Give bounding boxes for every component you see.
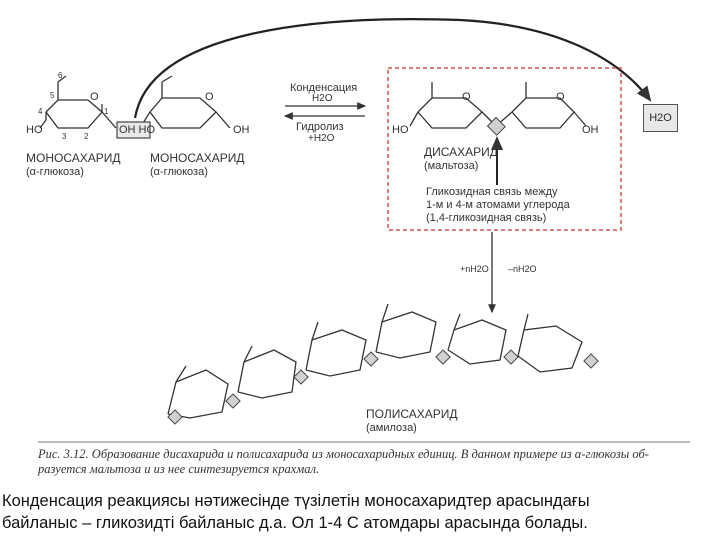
maltose-hydroxyl-right: OH bbox=[582, 124, 599, 136]
reaction-diagram bbox=[38, 18, 690, 443]
bond-note-line: (1,4-гликозидная связь) bbox=[426, 212, 547, 224]
disaccharide-title: ДИСАХАРИД bbox=[424, 145, 498, 159]
polymerization-right: –nH2O bbox=[508, 264, 537, 274]
monosaccharide-right-title: МОНОСАХАРИД bbox=[150, 151, 245, 165]
caption-line: разуется мальтоза и из нее синтезируется… bbox=[38, 462, 320, 476]
ring-oxygen-right: O bbox=[205, 91, 214, 103]
carbon-number: 2 bbox=[84, 132, 89, 141]
monosaccharide-right-subtitle: (α-глюкоза) bbox=[150, 166, 208, 178]
carbon-number: 6 bbox=[58, 71, 63, 80]
disaccharide-highlight-box bbox=[387, 67, 622, 231]
disaccharide-subtitle: (мальтоза) bbox=[424, 160, 479, 172]
polysaccharide-chain bbox=[167, 303, 583, 419]
hydroxyl-right: OH bbox=[233, 124, 250, 136]
caption-line: Рис. 3.12. Образование дисахарида и поли… bbox=[38, 447, 649, 461]
condensation-water: H2O bbox=[312, 93, 333, 104]
carbon-number: 4 bbox=[38, 107, 43, 116]
glycosidic-bond-marker bbox=[486, 116, 506, 136]
monosaccharide-left-subtitle: (α-глюкоза) bbox=[26, 166, 84, 178]
condensation-label: Конденсация bbox=[290, 82, 358, 94]
maltose-oxygen-left: O bbox=[462, 91, 471, 103]
carbon-number: 1 bbox=[104, 107, 109, 116]
reaction-site-label: OH HO bbox=[119, 124, 156, 136]
maltose-hydroxyl-left: HO bbox=[392, 124, 409, 136]
polysaccharide-subtitle: (амилоза) bbox=[366, 422, 417, 434]
explanation-line: байланыс – гликозидті байланыс д.а. Ол 1… bbox=[2, 514, 588, 532]
water-source-box bbox=[116, 121, 151, 139]
polysaccharide-title: ПОЛИСАХАРИД bbox=[366, 407, 458, 421]
hydroxyl-left: HO bbox=[26, 124, 43, 136]
carbon-number: 3 bbox=[62, 132, 67, 141]
glucose-ring-right bbox=[139, 75, 231, 129]
chain-glycosidic-bonds bbox=[167, 349, 599, 425]
maltose-oxygen-right: O bbox=[556, 91, 565, 103]
figure-caption: Рис. 3.12. Образование дисахарида и поли… bbox=[38, 447, 688, 477]
polymerization-left: +nH2O bbox=[460, 264, 489, 274]
carbon-number: 5 bbox=[50, 91, 55, 100]
hydrolysis-label: Гидролиз bbox=[296, 121, 344, 133]
ring-oxygen-left: O bbox=[90, 91, 99, 103]
glucose-ring-left bbox=[39, 75, 117, 129]
water-release-arrow bbox=[133, 18, 652, 119]
water-product-box: H2O bbox=[643, 104, 678, 132]
explanation-line: Конденсация реакциясы нәтижесінде түзіле… bbox=[2, 492, 590, 510]
bottom-explanation: Конденсация реакциясы нәтижесінде түзіле… bbox=[2, 490, 662, 534]
bond-note-line: Гликозидная связь между bbox=[426, 186, 558, 198]
hydrolysis-water: +H2O bbox=[308, 133, 335, 144]
bond-note-line: 1-м и 4-м атомами углерода bbox=[426, 199, 570, 211]
monosaccharide-left-title: МОНОСАХАРИД bbox=[26, 151, 121, 165]
